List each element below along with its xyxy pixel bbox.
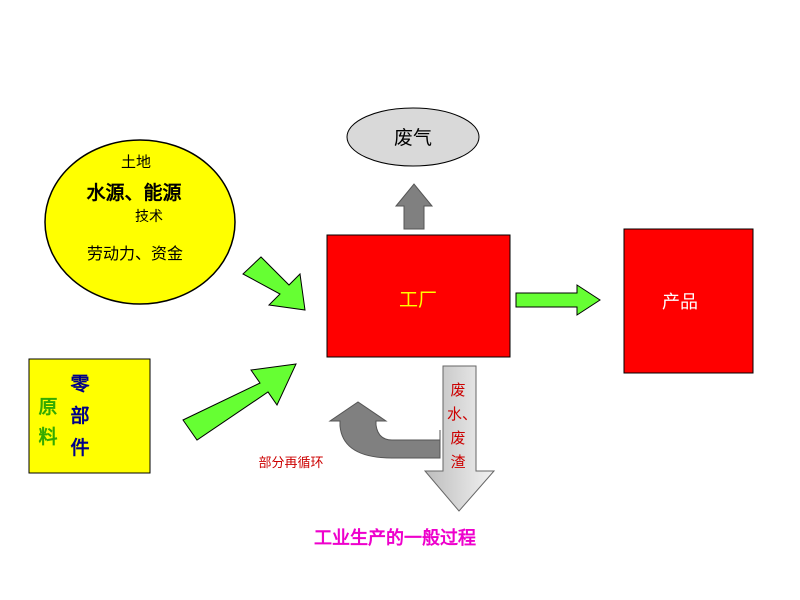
inputs-ellipse	[44, 139, 236, 305]
product-node: 产品	[623, 228, 754, 374]
waste-water-fei1: 废	[450, 381, 465, 399]
waste-water-shui: 水、	[447, 405, 477, 423]
product-box	[623, 228, 754, 374]
arrow-materials-to-factory	[182, 363, 297, 441]
waste-water-node: 废 水、 废 渣	[423, 365, 496, 512]
raw-liao: 料	[38, 425, 57, 448]
raw-yuan: 原	[38, 396, 57, 418]
waste-water-zha: 渣	[450, 453, 465, 471]
raw-materials-box	[28, 358, 151, 474]
waste-gas-label: 废气	[394, 127, 432, 149]
recycle-label: 部分再循环	[258, 456, 323, 471]
factory-label: 工厂	[399, 289, 437, 311]
input-technology: 技术	[135, 209, 163, 225]
parts-ling: 零	[69, 373, 90, 395]
arrow-factory-to-product	[515, 284, 601, 316]
waste-gas-node: 废气	[346, 107, 480, 167]
arrow-partial-recycle	[328, 401, 441, 459]
input-labor-capital: 劳动力、资金	[87, 244, 183, 263]
waste-water-fei2: 废	[450, 429, 465, 447]
waste-gas-ellipse	[346, 107, 480, 167]
inputs-node: 土地 水源、能源 技术 劳动力、资金	[44, 139, 236, 305]
raw-materials-node: 原 料 零 部 件	[28, 358, 151, 474]
factory-box	[326, 234, 511, 358]
parts-bu: 部	[70, 404, 89, 427]
factory-node: 工厂	[326, 234, 511, 358]
arrow-inputs-to-factory	[242, 256, 306, 311]
input-water-energy: 水源、能源	[86, 181, 181, 204]
diagram-caption: 工业生产的一般过程	[314, 527, 476, 549]
arrow-factory-to-waste-gas	[394, 183, 434, 230]
product-label: 产品	[662, 292, 698, 313]
arrow-waste-water-down	[423, 365, 496, 512]
input-land: 土地	[121, 153, 151, 171]
parts-jian: 件	[70, 436, 89, 459]
